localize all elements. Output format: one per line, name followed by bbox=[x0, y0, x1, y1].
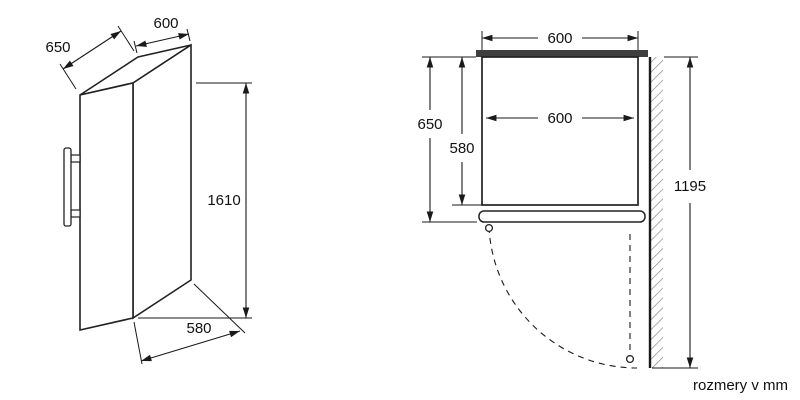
top-view-diagram: 600 600 650 bbox=[417, 30, 706, 369]
top-depth-door-label: 650 bbox=[417, 116, 442, 133]
dim-width-outer: 600 bbox=[481, 30, 639, 50]
dim-width-top: 600 bbox=[133, 15, 191, 54]
side-wall bbox=[648, 57, 663, 368]
iso-depth-top-label: 650 bbox=[45, 39, 70, 56]
iso-depth-bottom-label: 580 bbox=[186, 320, 211, 337]
rear-wall-bar bbox=[476, 50, 648, 57]
top-depth-body-label: 580 bbox=[449, 140, 474, 157]
iso-width-label: 600 bbox=[153, 15, 178, 32]
dim-depth-body: 580 bbox=[449, 57, 482, 206]
dim-depth-with-door: 650 bbox=[417, 56, 477, 223]
door-swing-arc bbox=[488, 226, 638, 369]
dim-depth-top: 650 bbox=[45, 25, 135, 90]
top-side-clearance-label: 1195 bbox=[674, 178, 706, 195]
dim-height: 1610 bbox=[138, 82, 252, 319]
top-width-inner-label: 600 bbox=[547, 110, 572, 127]
dim-width-inner: 600 bbox=[486, 110, 634, 127]
side-wall-hatch bbox=[650, 57, 663, 368]
dim-side-clearance: 1195 bbox=[652, 56, 706, 369]
iso-height-label: 1610 bbox=[207, 192, 240, 209]
fridge-side-face bbox=[132, 43, 192, 320]
units-note: rozmery v mm bbox=[693, 377, 788, 394]
door-handle bbox=[63, 147, 81, 227]
door-corner-marker-closed bbox=[484, 223, 494, 233]
dim-depth-bottom: 580 bbox=[133, 283, 246, 365]
fridge-body bbox=[63, 43, 192, 332]
door-corner-marker-open bbox=[625, 354, 635, 364]
fridge-front-face bbox=[79, 81, 134, 332]
isometric-diagram: 650 600 1610 580 bbox=[45, 15, 252, 365]
door-swing bbox=[484, 223, 638, 369]
cabinet-outline bbox=[481, 56, 639, 206]
door-closed bbox=[478, 210, 646, 223]
top-width-outer-label: 600 bbox=[547, 30, 572, 47]
